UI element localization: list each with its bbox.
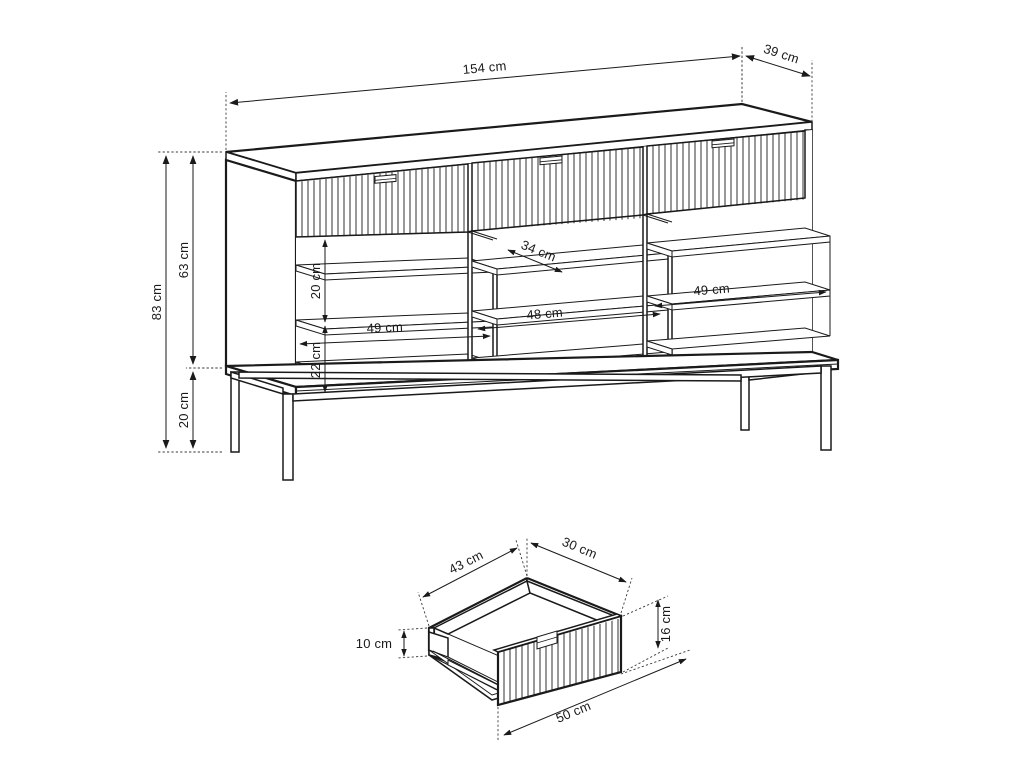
dim-height-legs: 20 cm bbox=[176, 367, 222, 453]
drawer-handle-notch[interactable] bbox=[536, 630, 558, 650]
drawer-isometric-detail: 43 cm 30 cm 16 cm 10 cm 50 c bbox=[356, 534, 691, 742]
leg-front-right bbox=[820, 365, 832, 451]
dim-label-154: 154 cm bbox=[462, 58, 507, 77]
dim-bay-left-width: 49 cm bbox=[299, 319, 491, 347]
dim-label-20-legs: 20 cm bbox=[176, 392, 191, 428]
dim-bay-middle-width: 48 cm bbox=[477, 305, 661, 332]
dim-label-83: 83 cm bbox=[149, 284, 164, 320]
dim-label-43: 43 cm bbox=[446, 547, 485, 577]
fluted-door-right[interactable] bbox=[646, 130, 806, 215]
dim-label-16: 16 cm bbox=[658, 606, 673, 642]
dim-label-48: 48 cm bbox=[526, 305, 564, 323]
dim-bay-right-width: 49 cm bbox=[654, 281, 827, 309]
dim-label-22: 22 cm bbox=[308, 342, 323, 378]
dim-drawer-box-height: 10 cm bbox=[356, 627, 428, 659]
metal-leg-frame bbox=[230, 365, 832, 481]
dim-label-20-shelf: 20 cm bbox=[308, 263, 323, 299]
door-handle-right[interactable] bbox=[711, 138, 735, 149]
leg-back-right bbox=[740, 374, 750, 431]
dim-label-49-right: 49 cm bbox=[693, 281, 731, 299]
drawer-box bbox=[427, 576, 622, 701]
leg-back-left bbox=[230, 371, 240, 453]
door-handle-middle[interactable] bbox=[539, 155, 563, 166]
sideboard-isometric-view: 154 cm 39 cm 83 cm 63 cm 20 bbox=[149, 41, 840, 481]
dim-label-63: 63 cm bbox=[176, 242, 191, 278]
fluted-door-band bbox=[295, 130, 806, 238]
cabinet-left-side-panel bbox=[224, 158, 298, 372]
dim-label-49-left: 49 cm bbox=[366, 319, 403, 336]
dim-height-body: 63 cm bbox=[176, 151, 222, 369]
dim-label-50: 50 cm bbox=[554, 698, 593, 726]
dim-drawer-front-height: 16 cm bbox=[622, 595, 673, 673]
door-handle-left[interactable] bbox=[374, 174, 397, 184]
dim-label-10: 10 cm bbox=[356, 636, 392, 651]
dim-shelf-upper-height: 20 cm bbox=[308, 239, 328, 323]
fluted-door-middle[interactable] bbox=[471, 146, 644, 232]
leg-front-left bbox=[282, 393, 294, 481]
